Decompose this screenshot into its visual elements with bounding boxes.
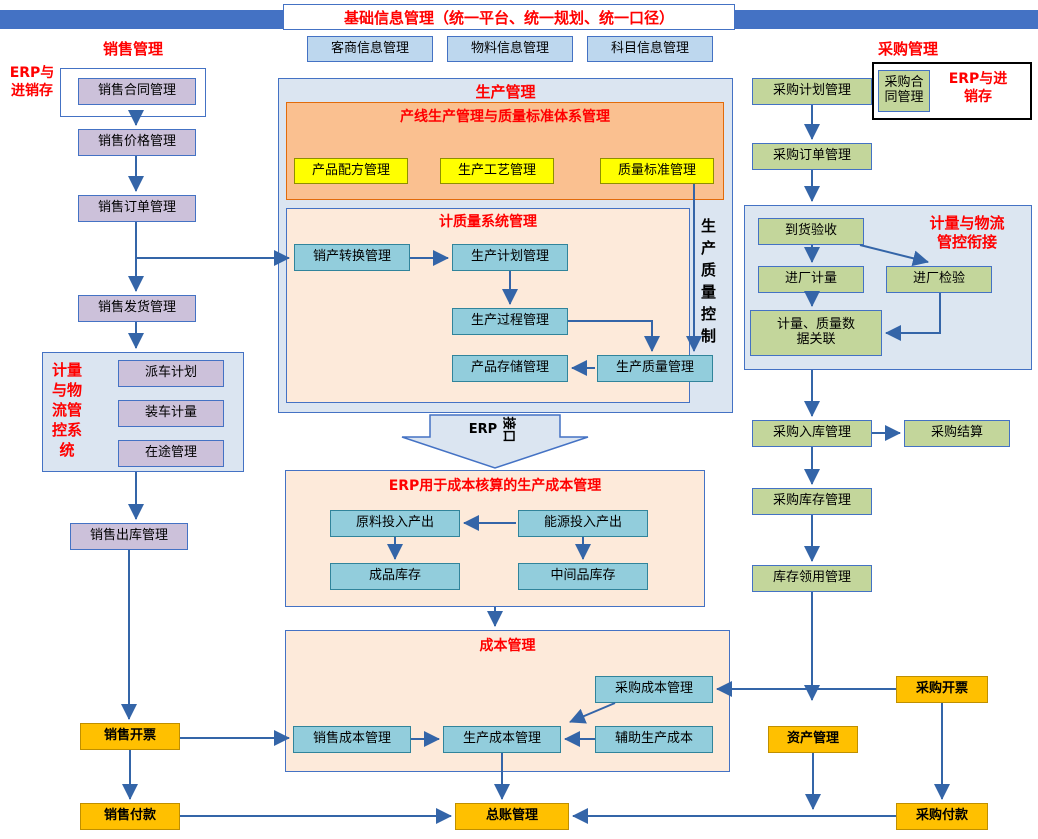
linkage-title: 计量与物流管控衔接: [929, 214, 1005, 251]
production-cost-box: 生产成本管理: [443, 726, 561, 753]
finished-inventory-box: 成品库存: [330, 563, 460, 590]
sales-delivery-box: 销售发货管理: [78, 295, 196, 322]
cost-mgmt-title: 成本管理: [479, 638, 536, 654]
product-storage-box: 产品存储管理: [452, 355, 568, 382]
sales-erp-label: ERP与进销存: [9, 65, 55, 99]
auxiliary-cost-box: 辅助生产成本: [595, 726, 713, 753]
production-quality-box: 生产质量管理: [597, 355, 713, 382]
arrival-acceptance-box: 到货验收: [758, 218, 864, 245]
erp-interface-label-cn: 接口: [500, 415, 516, 443]
erp-interface-label-en: ERP: [468, 421, 498, 437]
loading-weigh-box: 装车计量: [118, 400, 224, 427]
info-box-subject: 科目信息管理: [587, 36, 713, 62]
procurement-title: 采购管理: [877, 40, 938, 58]
quality-standard-box: 质量标准管理: [600, 158, 714, 184]
requisition-box: 库存领用管理: [752, 565, 872, 592]
purchase-inventory-box: 采购库存管理: [752, 488, 872, 515]
entry-inspect-box: 进厂检验: [886, 266, 992, 293]
erp-interface-label: ERP 接口: [448, 415, 544, 443]
metering-title: 计质量系统管理: [439, 214, 537, 230]
product-formula-box: 产品配方管理: [294, 158, 408, 184]
production-plan-box: 生产计划管理: [452, 244, 568, 271]
purchase-cost-box: 采购成本管理: [595, 676, 713, 703]
purchase-plan-box: 采购计划管理: [752, 78, 872, 105]
info-box-customer: 客商信息管理: [307, 36, 433, 62]
in-transit-box: 在途管理: [118, 440, 224, 467]
purchase-contract-box: 采购合同管理: [878, 70, 930, 112]
energy-io-box: 能源投入产出: [518, 510, 648, 537]
process-craft-box: 生产工艺管理: [440, 158, 554, 184]
sales-logistics-title: 计量与物流管控系统: [51, 361, 82, 459]
purchase-settle-box: 采购结算: [904, 420, 1010, 447]
purchase-invoice-box: 采购开票: [896, 676, 988, 703]
sales-prod-convert-box: 销产转换管理: [294, 244, 410, 271]
quality-control-vertical-label: 生产质量控制: [700, 217, 716, 345]
line-quality-title: 产线生产管理与质量标准体系管理: [400, 109, 610, 125]
sales-price-box: 销售价格管理: [78, 129, 196, 156]
sales-invoice-box: 销售开票: [80, 723, 180, 750]
procurement-erp-label: ERP与进销存: [948, 71, 1008, 105]
data-link-box: 计量、质量数据关联: [750, 310, 882, 356]
sales-order-box: 销售订单管理: [78, 195, 196, 222]
material-io-box: 原料投入产出: [330, 510, 460, 537]
entry-weigh-box: 进厂计量: [758, 266, 864, 293]
sales-payment-box: 销售付款: [80, 803, 180, 830]
production-title: 生产管理: [475, 83, 536, 101]
sales-contract-box: 销售合同管理: [78, 78, 196, 105]
sales-outbound-box: 销售出库管理: [70, 523, 188, 550]
purchase-order-box: 采购订单管理: [752, 143, 872, 170]
general-ledger-box: 总账管理: [455, 803, 569, 830]
cost-accounting-title: ERP用于成本核算的生产成本管理: [388, 478, 602, 494]
header-title: 基础信息管理（统一平台、统一规划、统一口径）: [283, 4, 735, 30]
purchase-payment-box: 采购付款: [896, 803, 988, 830]
intermediate-inventory-box: 中间品库存: [518, 563, 648, 590]
production-process-box: 生产过程管理: [452, 308, 568, 335]
purchase-inbound-box: 采购入库管理: [752, 420, 872, 447]
info-box-material: 物料信息管理: [447, 36, 573, 62]
dispatch-plan-box: 派车计划: [118, 360, 224, 387]
sales-title: 销售管理: [102, 40, 163, 58]
asset-mgmt-box: 资产管理: [768, 726, 858, 753]
sales-cost-box: 销售成本管理: [293, 726, 411, 753]
